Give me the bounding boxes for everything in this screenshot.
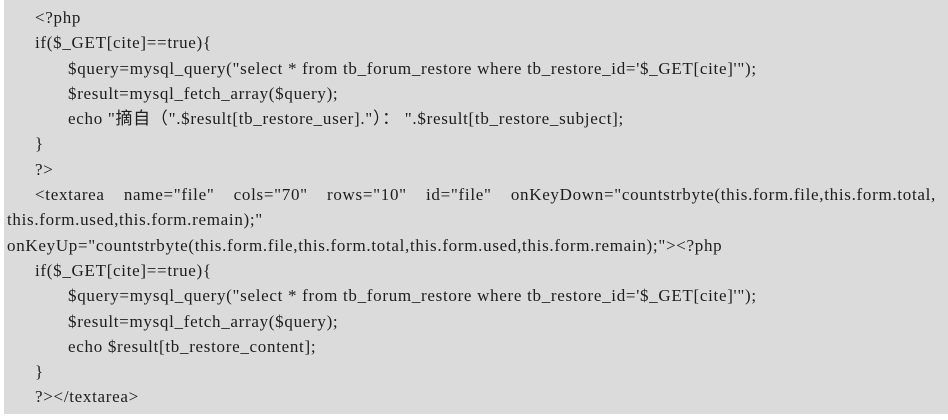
code-listing: <?php if($_GET[cite]==true){ $query=mysql_…: [4, 5, 948, 410]
code-line: <textarea name="file" cols="70" rows="10…: [35, 185, 936, 205]
code-line: $result=mysql_fetch_array($query);: [68, 311, 339, 331]
code-line: <?php: [35, 8, 82, 27]
code-line: }: [35, 134, 44, 154]
code-line: if($_GET[cite]==true){: [35, 260, 212, 280]
code-line: $result=mysql_fetch_array($query);: [68, 83, 339, 103]
code-line: onKeyUp="countstrbyte(this.form.file,thi…: [7, 235, 723, 255]
code-line: if($_GET[cite]==true){: [35, 33, 212, 53]
code-line: ?></textarea>: [35, 387, 139, 407]
code-line: this.form.used,this.form.remain);": [7, 210, 263, 230]
code-line: $query=mysql_query("select * from tb_for…: [68, 58, 757, 78]
code-line: $query=mysql_query("select * from tb_for…: [68, 286, 757, 306]
code-line: }: [35, 362, 44, 382]
code-listing-panel: <?php if($_GET[cite]==true){ $query=mysql_…: [4, 0, 948, 414]
code-line: ?>: [35, 159, 54, 179]
code-line: echo $result[tb_restore_content];: [68, 336, 317, 356]
code-line: echo "摘自（".$result[tb_restore_user]."）： …: [68, 109, 624, 129]
